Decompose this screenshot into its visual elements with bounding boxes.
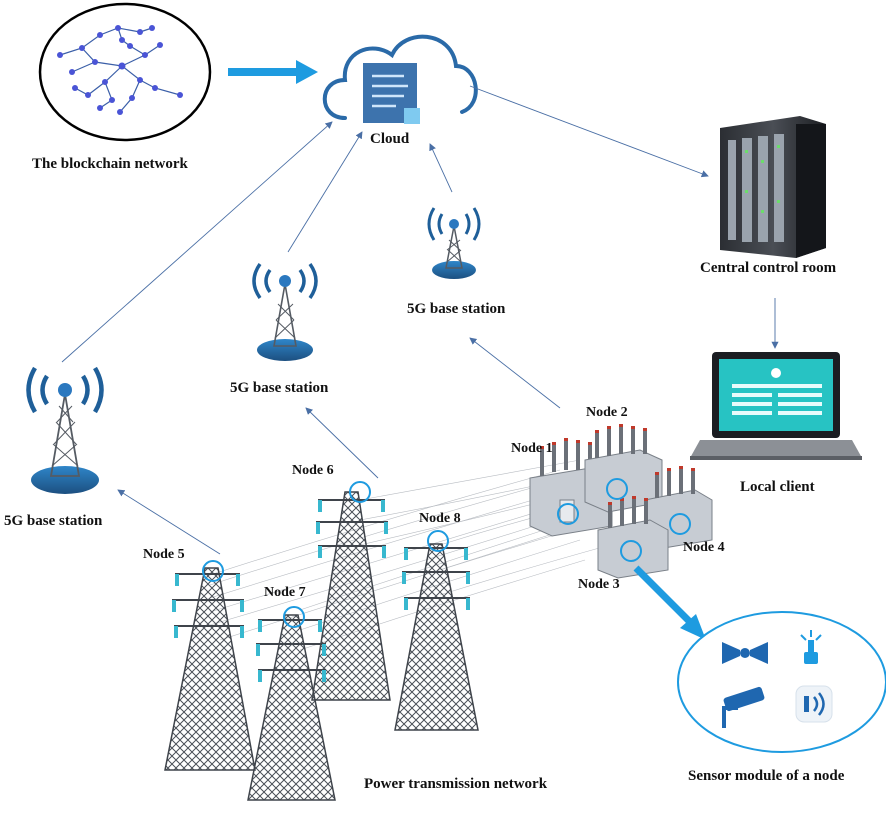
- laptop-icon: [690, 352, 862, 460]
- tower-node6-icon: [311, 491, 391, 701]
- sprinkler-sensor-icon: [800, 630, 822, 664]
- blockchain-label: The blockchain network: [32, 156, 188, 172]
- blockchain-to-cloud-arrow: [228, 60, 318, 84]
- tower-node5-icon: [164, 567, 256, 771]
- tower-node7-icon: [247, 614, 336, 801]
- power-network-label: Power transmission network: [364, 776, 548, 792]
- node-highlights: [202, 478, 691, 628]
- camera-sensor-icon: [722, 686, 765, 728]
- sensor-module-label: Sensor module of a node: [688, 768, 845, 784]
- tower-node8-icon: [394, 543, 479, 731]
- node4-label: Node 4: [683, 540, 725, 555]
- node1-label: Node 1: [511, 441, 553, 456]
- node7-label: Node 7: [264, 585, 306, 600]
- central-control-label: Central control room: [700, 260, 837, 276]
- signal-sensor-icon: [795, 685, 833, 723]
- switchgear-node3-icon: [597, 496, 669, 579]
- node6-label: Node 6: [292, 463, 334, 478]
- connection-arrows: [61, 85, 779, 555]
- base-station-middle-label: 5G base station: [230, 380, 329, 396]
- local-client-label: Local client: [740, 479, 815, 495]
- node3-label: Node 3: [578, 577, 620, 592]
- node5-label: Node 5: [143, 547, 185, 562]
- base-station-right-icon: [427, 207, 481, 279]
- cloud-icon: [322, 34, 478, 125]
- node-to-sensor-arrow: [633, 565, 706, 640]
- sensor-module: [677, 611, 886, 753]
- speaker-sensor-icon: [722, 642, 768, 664]
- server-cabinet-icon: [720, 116, 826, 258]
- node8-label: Node 8: [419, 511, 461, 526]
- base-station-left-icon: [26, 366, 104, 494]
- base-station-left-label: 5G base station: [4, 513, 103, 529]
- base-station-middle-icon: [252, 262, 318, 361]
- cloud-label: Cloud: [370, 131, 410, 147]
- blockchain-network: [38, 2, 212, 142]
- base-station-right-label: 5G base station: [407, 301, 506, 317]
- node2-label: Node 2: [586, 405, 628, 420]
